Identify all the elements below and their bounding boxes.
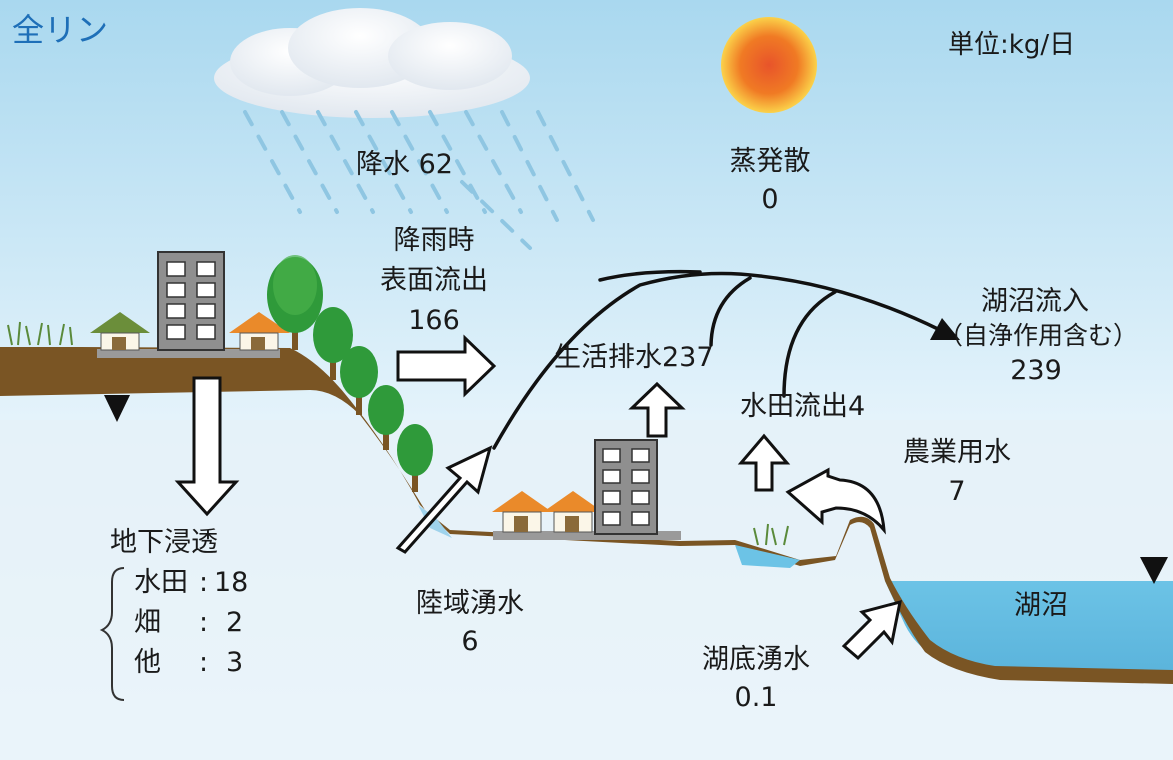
- land-spring-value-label: 6: [461, 626, 479, 657]
- lake-label: 湖沼: [1014, 590, 1068, 621]
- infiltration-row-name: 畑: [134, 607, 161, 638]
- lake-level-marker-icon: [1140, 557, 1168, 584]
- land-spring-arrow-icon: [395, 445, 493, 554]
- house-icon: [90, 312, 150, 351]
- water-table-marker-icon: [104, 395, 130, 422]
- runoff-value-label: 166: [408, 305, 460, 336]
- agri-name-label: 農業用水: [903, 437, 1011, 468]
- paddy-water: [735, 545, 800, 568]
- apartment-building-icon: [594, 439, 658, 535]
- grass-icon: [7, 321, 789, 546]
- runoff-arrow-icon: [396, 334, 497, 398]
- foundation-slab: [97, 349, 280, 358]
- domestic-arrow-icon: [628, 381, 686, 438]
- infiltration-row-colon: :: [199, 567, 209, 598]
- lake-spring-arrow-icon: [841, 599, 902, 661]
- rain-icon: [243, 110, 595, 250]
- river-arrowhead-icon: [930, 318, 960, 340]
- infiltration-row-value: 2: [226, 607, 244, 638]
- inflow-value-label: 239: [1010, 355, 1062, 386]
- house-icon: [492, 491, 552, 533]
- lake-spring-value-label: 0.1: [734, 682, 778, 713]
- stream-water: [418, 505, 452, 538]
- infiltration-brace: [99, 567, 125, 701]
- infiltration-arrow-icon: [174, 376, 240, 517]
- unit-label: 単位:kg/日: [948, 30, 1076, 60]
- lake-water: [885, 581, 1173, 678]
- infiltration-row-value: 3: [226, 647, 244, 678]
- paddy-outflow-arrow-icon: [737, 433, 791, 492]
- infiltration-row-value: 18: [214, 567, 249, 598]
- diagram-title: 全リン: [12, 11, 109, 49]
- inflow-note-label: （自浄作用含む）: [938, 321, 1139, 350]
- river-flow-line: [492, 269, 942, 450]
- sun-icon: [721, 17, 817, 113]
- agri-water-arrow-icon: [785, 467, 886, 535]
- trees-icon: [267, 255, 433, 492]
- infiltration-name-label: 地下浸透: [110, 527, 218, 558]
- evap-name-label: 蒸発散: [729, 146, 811, 177]
- evap-value-label: 0: [761, 184, 779, 215]
- runoff-line1-label: 降雨時: [393, 225, 475, 256]
- soil-layer: [0, 347, 1173, 684]
- inflow-name-label: 湖沼流入: [981, 286, 1089, 317]
- lake-spring-name-label: 湖底湧水: [702, 644, 810, 675]
- paddy-label: 水田流出4: [740, 391, 866, 422]
- house-icon: [229, 312, 290, 351]
- cloud-icon: [214, 8, 530, 118]
- house-icon: [543, 491, 603, 533]
- agri-value-label: 7: [948, 476, 966, 507]
- precip-label: 降水 62: [356, 149, 453, 180]
- foundation-slab: [493, 531, 681, 540]
- infiltration-row-colon: :: [199, 607, 209, 638]
- infiltration-row-name: 水田: [134, 567, 188, 598]
- domestic-label: 生活排水237: [554, 342, 714, 373]
- apartment-building-icon: [157, 251, 225, 351]
- runoff-line2-label: 表面流出: [380, 265, 488, 296]
- infiltration-row-colon: :: [199, 647, 209, 678]
- infiltration-row-name: 他: [134, 647, 161, 678]
- land-spring-name-label: 陸域湧水: [416, 588, 524, 619]
